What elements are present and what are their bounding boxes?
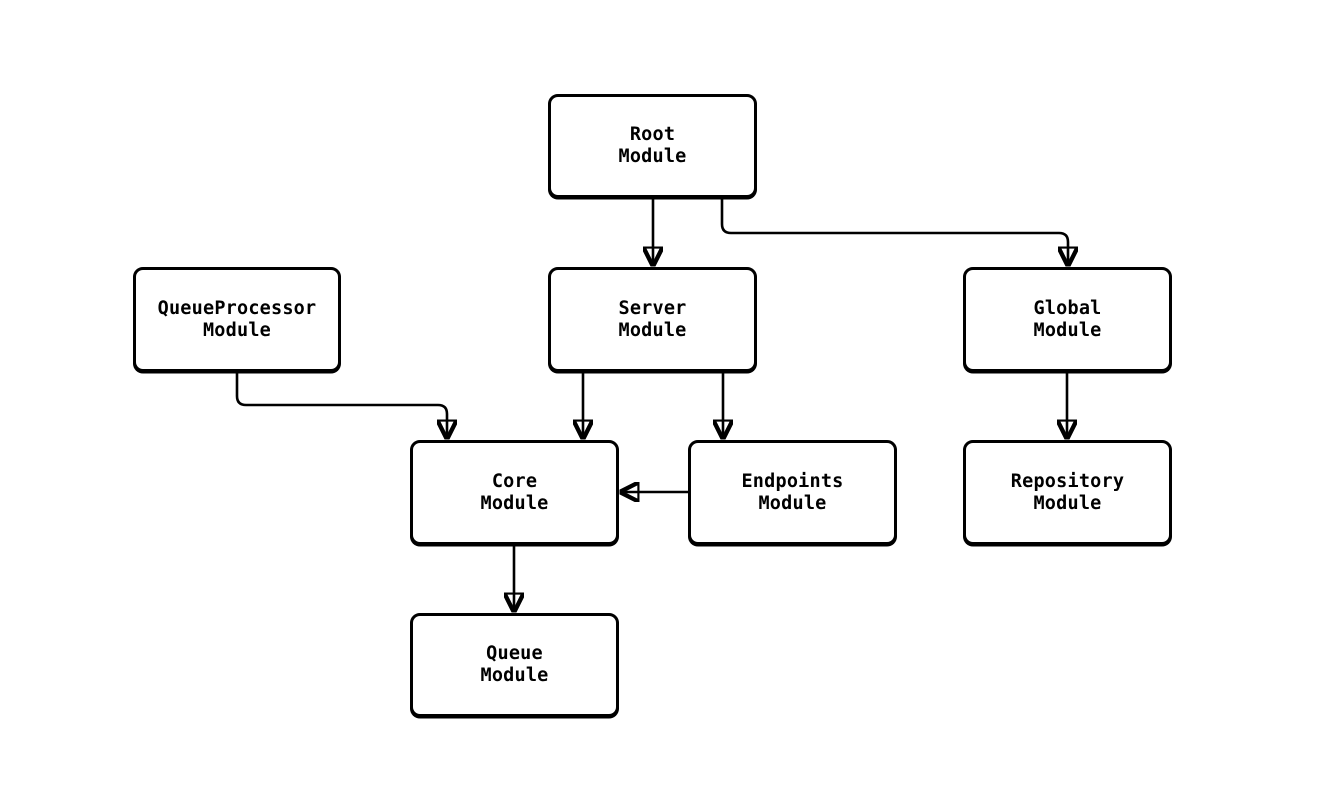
node-queue-module: Queue Module bbox=[410, 613, 619, 717]
node-server-module: Server Module bbox=[548, 267, 757, 372]
edges bbox=[235, 198, 1068, 610]
node-label: Root Module bbox=[618, 124, 687, 167]
node-label: Endpoints Module bbox=[741, 470, 844, 514]
node-core-module: Core Module bbox=[410, 440, 619, 545]
node-global-module: Global Module bbox=[963, 267, 1172, 372]
edge-queue-processor-to-core bbox=[235, 372, 447, 437]
node-root-module: Root Module bbox=[548, 94, 757, 198]
edge-root-to-global bbox=[720, 198, 1068, 264]
node-label: Global Module bbox=[1033, 297, 1102, 341]
node-label: Repository Module bbox=[1010, 470, 1125, 514]
node-repository-module: Repository Module bbox=[963, 440, 1172, 545]
node-label: Server Module bbox=[618, 297, 687, 341]
node-queue-processor-module: QueueProcessor Module bbox=[133, 267, 341, 372]
node-label: Core Module bbox=[480, 470, 549, 514]
node-label: QueueProcessor Module bbox=[157, 297, 317, 341]
node-label: Queue Module bbox=[480, 643, 549, 686]
node-endpoints-module: Endpoints Module bbox=[688, 440, 897, 545]
